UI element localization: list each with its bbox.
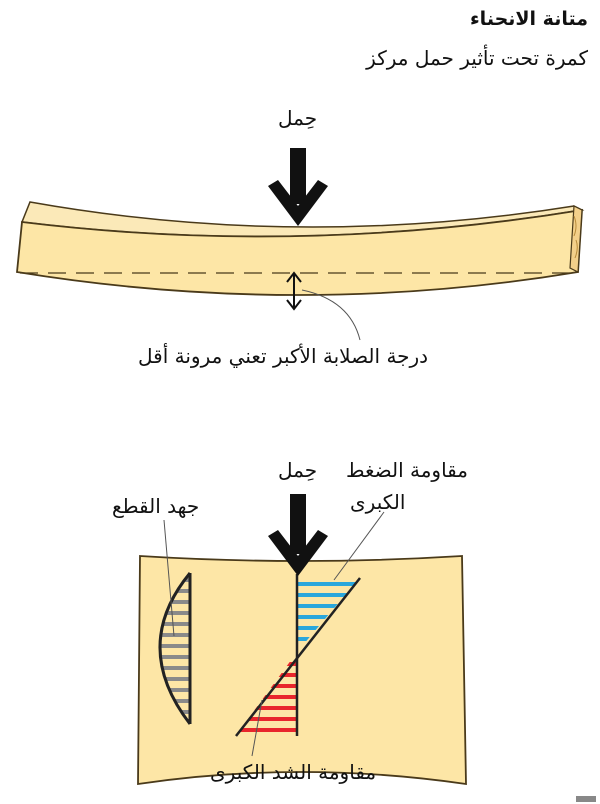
shear-leader-line xyxy=(163,519,175,637)
load-arrow-top xyxy=(268,148,328,226)
beam-section xyxy=(137,555,467,786)
page-title: متانة الانحناء xyxy=(469,8,588,30)
deflection-arrow xyxy=(286,271,302,311)
compression-label-line2: الكبرى xyxy=(350,490,406,514)
corner-mark xyxy=(576,796,596,802)
stiffness-leader-line xyxy=(301,289,361,341)
beam-diagram-bottom xyxy=(137,494,467,786)
load-arrow-bottom xyxy=(268,494,328,576)
load-label-top: حِمل xyxy=(278,106,318,130)
shear-label: جهد القطع xyxy=(112,494,200,518)
compression-leader-line xyxy=(333,511,385,581)
stiffness-label: درجة الصلابة الأكبر تعني مرونة أقل xyxy=(138,344,429,368)
load-label-bottom: حِمل xyxy=(278,458,318,482)
compression-label-line1: مقاومة الضغط xyxy=(346,458,469,482)
beam-end-grain xyxy=(569,205,583,273)
stress-distribution-line xyxy=(235,577,361,737)
tension-leader-line xyxy=(251,699,263,757)
beam-diagram-top xyxy=(16,148,585,341)
page-subtitle: كمرة تحت تأثير حمل مركز xyxy=(366,46,588,70)
tension-label: مقاومة الشد الكبرى xyxy=(210,760,377,784)
